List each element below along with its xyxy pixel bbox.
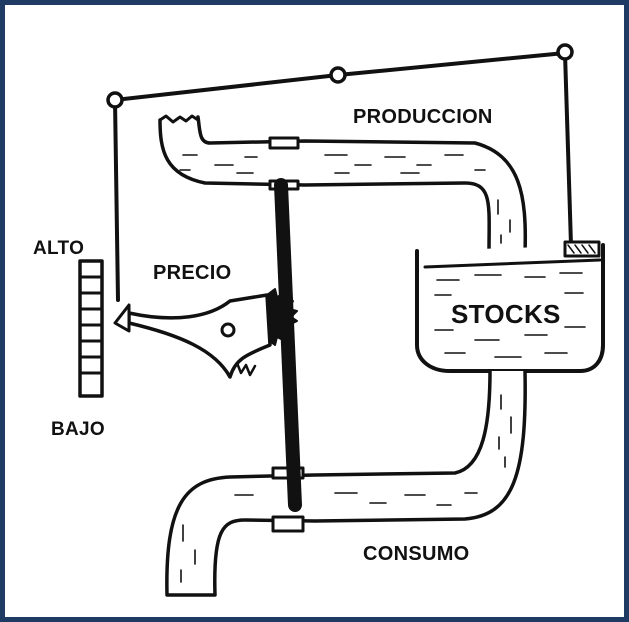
label-bajo: BAJO xyxy=(51,419,105,440)
valve-rod xyxy=(274,178,302,512)
label-precio: PRECIO xyxy=(153,262,232,284)
pivot-joint-left xyxy=(106,91,124,109)
consumption-pipe xyxy=(165,369,527,597)
pivot-joint-right xyxy=(556,43,574,61)
price-lever xyxy=(113,293,272,379)
price-scale xyxy=(78,259,104,398)
label-consumo: CONSUMO xyxy=(363,543,470,565)
pivot-joint-middle xyxy=(329,66,347,84)
linkage-wire xyxy=(106,43,574,302)
price-gear xyxy=(266,288,298,346)
consumption-valve-collar-bottom xyxy=(271,515,305,533)
label-stocks: STOCKS xyxy=(451,299,561,329)
hydraulic-economy-diagram xyxy=(78,43,605,597)
price-pointer xyxy=(113,303,131,333)
label-alto: ALTO xyxy=(33,238,85,259)
production-valve-collar-top xyxy=(268,136,300,150)
lever-pivot-pin xyxy=(220,322,236,338)
label-produccion: PRODUCCION xyxy=(353,106,493,128)
production-pipe xyxy=(158,114,528,255)
stocks-tank xyxy=(415,240,605,373)
